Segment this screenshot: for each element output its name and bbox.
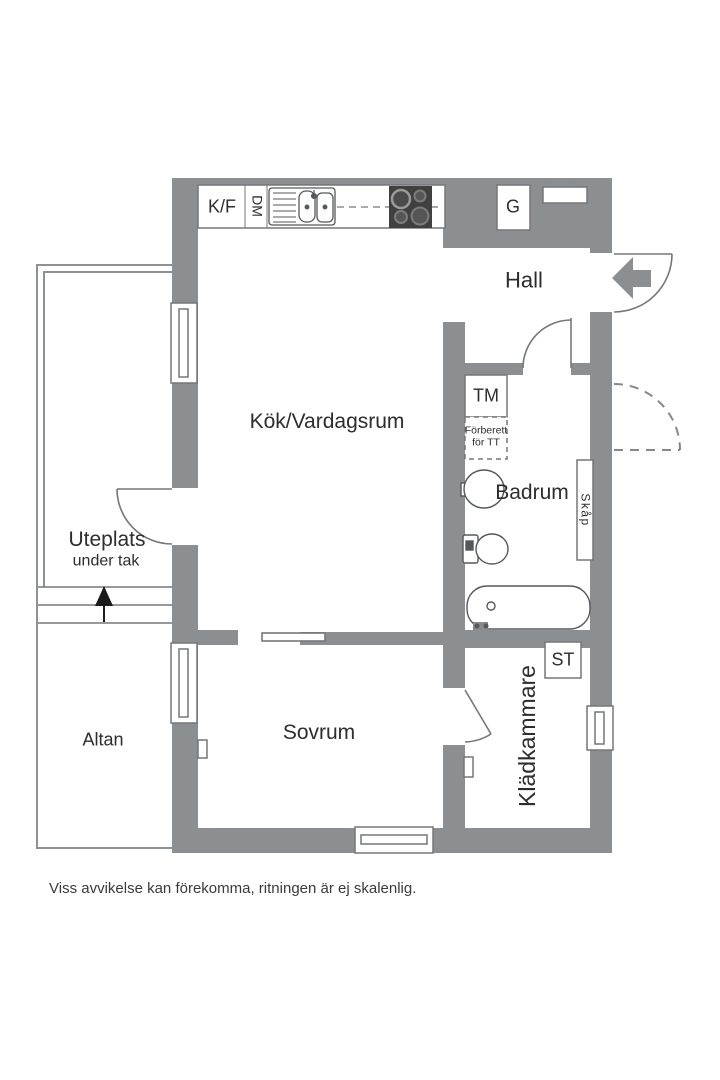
appliance-boxes	[197, 184, 594, 778]
toilet-icon	[462, 533, 509, 565]
washing-machine-box	[464, 374, 508, 418]
closet-door	[464, 689, 492, 743]
deck-label: Altan	[82, 729, 124, 750]
stairs-arrow-icon	[95, 586, 113, 622]
wall-detail-bedroom	[197, 739, 208, 759]
walls	[172, 178, 612, 853]
sliding-door-panel	[261, 632, 326, 642]
wall-openings	[170, 248, 614, 745]
window-bedroom-left	[170, 642, 198, 724]
window-closet-right	[586, 705, 614, 751]
stove-icon	[389, 186, 432, 228]
patio-outline	[36, 264, 172, 849]
cabinet-box	[576, 459, 594, 561]
closet-label: Klädkammare	[513, 665, 540, 807]
doors	[116, 253, 673, 743]
cleaning-closet-label: ST	[551, 649, 575, 670]
cabinet-label: Skåp	[578, 493, 593, 527]
hall-niche	[542, 186, 588, 204]
hall-bathroom-door	[522, 318, 572, 369]
disclaimer-text: Viss avvikelse kan förekomma, ritningen …	[49, 880, 417, 897]
dryer-prep-box	[464, 416, 508, 460]
patio-door	[116, 488, 173, 545]
bathroom-label: Badrum	[495, 480, 569, 504]
wardrobe-box	[496, 184, 531, 231]
entry-arrow-icon	[612, 257, 651, 299]
dryer-prep-label-line1: Förberett	[464, 424, 508, 437]
window-bedroom-bottom	[354, 826, 434, 854]
sink-icon	[268, 187, 336, 226]
washing-machine-label: TM	[473, 385, 499, 406]
exterior-dashed-door	[613, 383, 681, 451]
kitchen-living-label: Kök/Vardagsrum	[249, 409, 405, 433]
patio-sublabel: under tak	[72, 552, 140, 570]
bathtub-icon	[466, 585, 591, 630]
dryer-prep-label-line2: för TT	[472, 436, 500, 449]
wardrobe-label: G	[505, 196, 521, 217]
dishwasher-label: DM	[249, 195, 266, 217]
patio-label: Uteplats	[68, 527, 146, 551]
windows	[170, 186, 614, 854]
entrance-door	[613, 253, 673, 313]
hall-label: Hall	[505, 267, 543, 293]
cleaning-closet-box	[544, 641, 582, 679]
basin-icon	[460, 469, 505, 509]
wall-detail-closet	[463, 756, 474, 778]
window-kitchen-left	[170, 302, 198, 384]
fridge-freezer-label: K/F	[207, 196, 237, 217]
bedroom-label: Sovrum	[282, 720, 356, 744]
